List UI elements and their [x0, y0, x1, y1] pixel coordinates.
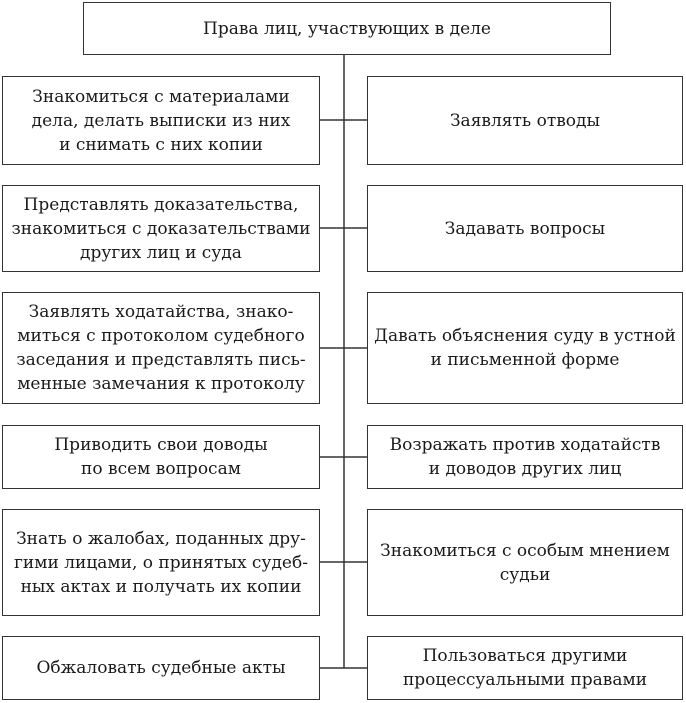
- left-node-label: Представлять доказательства, знакомиться…: [11, 194, 311, 263]
- right-node-1: Заявлять отводы: [367, 76, 683, 165]
- left-node-3: Заявлять ходатайства, знако- миться с пр…: [2, 292, 320, 404]
- right-node-label: Возражать против ходатайств и доводов др…: [389, 435, 661, 479]
- right-node-3: Давать объяснения суду в устной и письме…: [367, 292, 683, 404]
- root-node-label: Права лиц, участвующих в деле: [203, 18, 491, 39]
- right-node-label: Задавать вопросы: [444, 218, 606, 239]
- right-node-label: Знакомиться с особым мнением судьи: [380, 540, 670, 585]
- left-node-2: Представлять доказательства, знакомиться…: [2, 185, 320, 272]
- right-node-label: Заявлять отводы: [449, 110, 601, 131]
- root-node: Права лиц, участвующих в деле: [83, 2, 611, 55]
- left-node-4: Приводить свои доводы по всем вопросам: [2, 425, 320, 489]
- right-node-label: Давать объяснения суду в устной и письме…: [374, 326, 676, 370]
- right-node-2: Задавать вопросы: [367, 185, 683, 272]
- left-node-label: Знакомиться с материалами дела, делать в…: [31, 86, 291, 155]
- left-node-label: Обжаловать судебные акты: [36, 658, 286, 678]
- left-node-6: Обжаловать судебные акты: [2, 636, 320, 700]
- right-node-6: Пользоваться другими процессуальными пра…: [367, 636, 683, 700]
- left-node-5: Знать о жалобах, поданных дру- гими лица…: [2, 509, 320, 616]
- left-node-label: Знать о жалобах, поданных дру- гими лица…: [14, 528, 308, 597]
- right-node-4: Возражать против ходатайств и доводов др…: [367, 425, 683, 489]
- right-node-label: Пользоваться другими процессуальными пра…: [402, 646, 648, 690]
- left-node-1: Знакомиться с материалами дела, делать в…: [2, 76, 320, 165]
- right-node-5: Знакомиться с особым мнением судьи: [367, 509, 683, 616]
- left-node-label: Приводить свои доводы по всем вопросам: [54, 435, 268, 479]
- left-node-label: Заявлять ходатайства, знако- миться с пр…: [16, 302, 306, 394]
